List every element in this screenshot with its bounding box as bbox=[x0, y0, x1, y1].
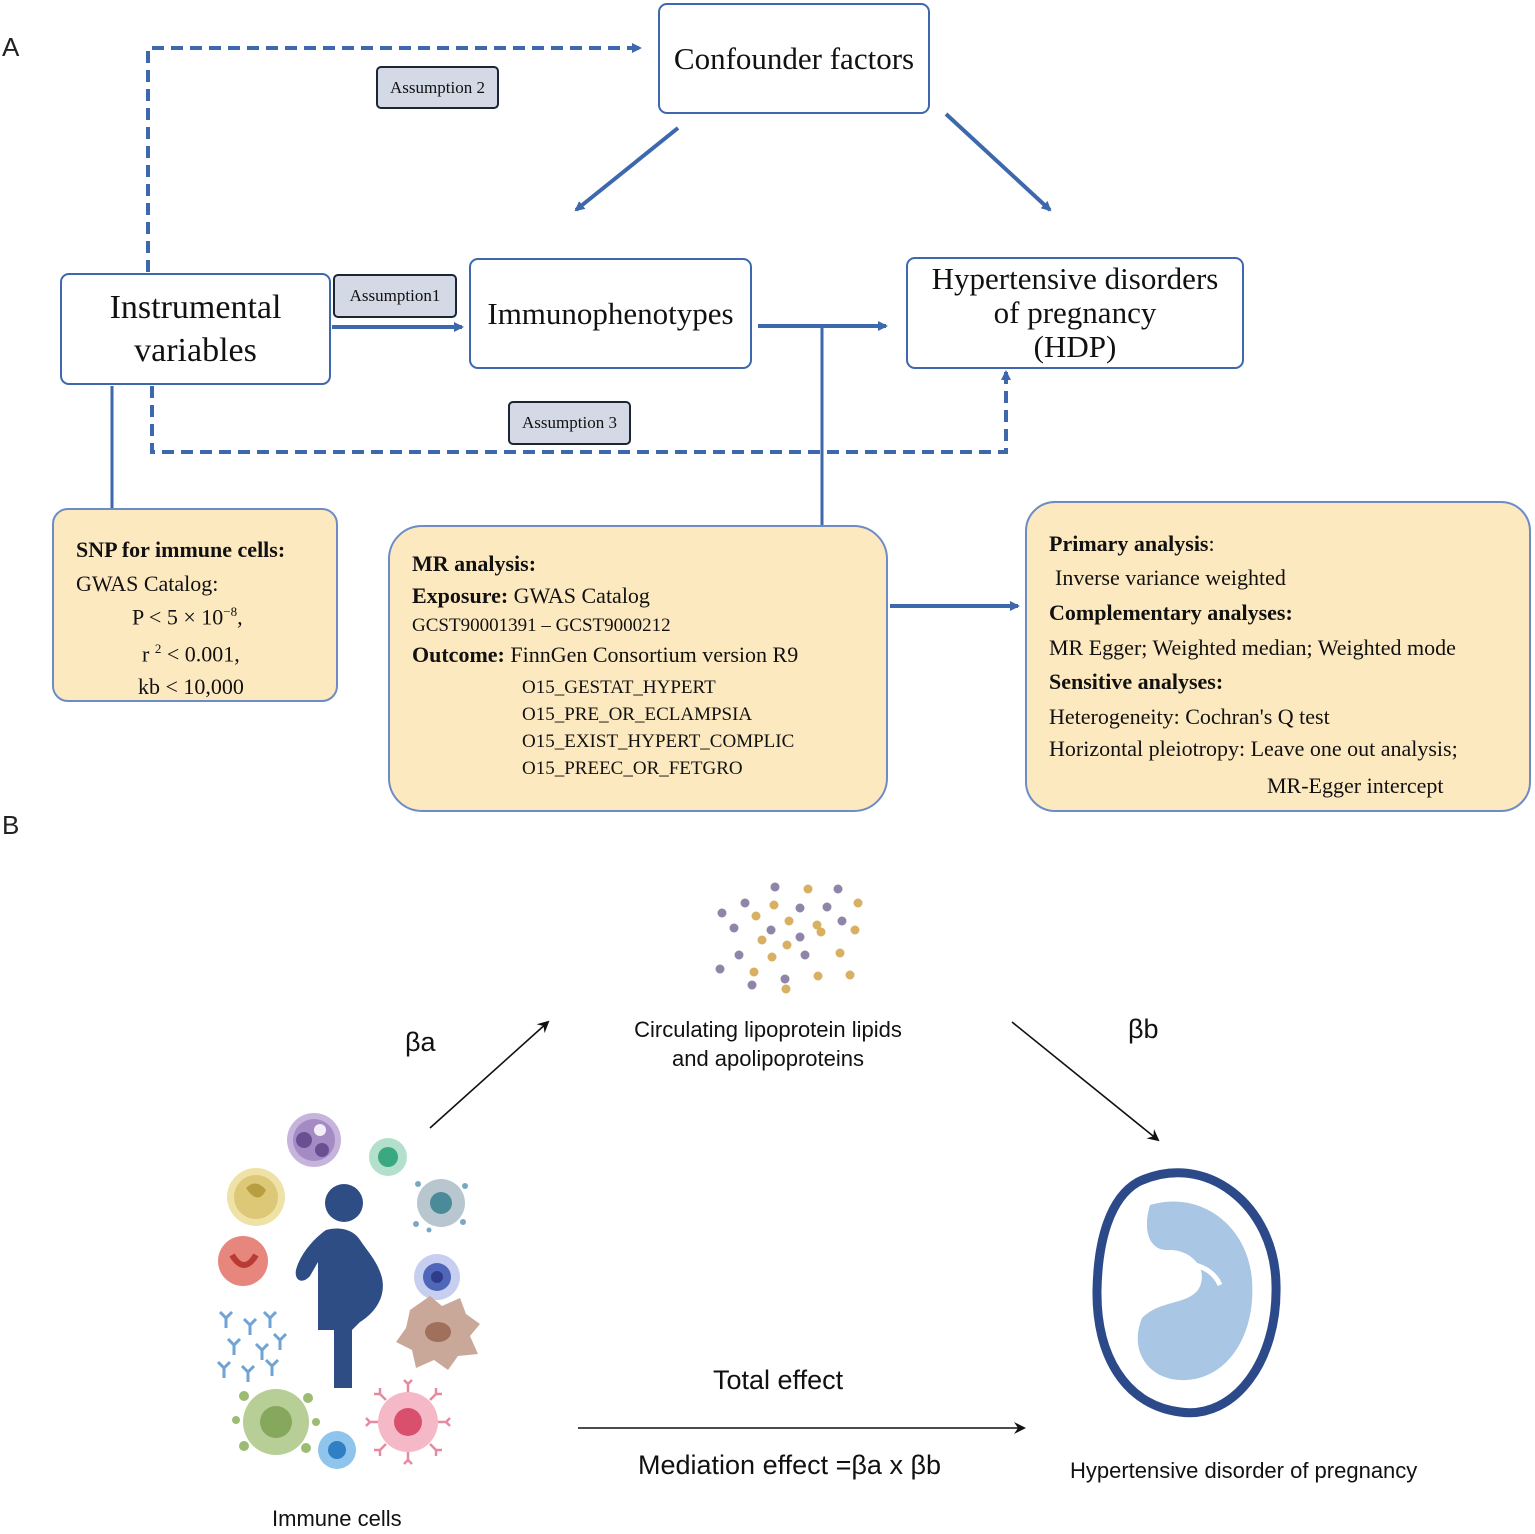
hdp-outcome-label: Hypertensive disorder of pregnancy bbox=[1070, 1458, 1418, 1483]
panel-a-label: A bbox=[2, 32, 20, 62]
hdp-box: Hypertensive disorders of pregnancy (HDP… bbox=[906, 257, 1244, 369]
assumption1-tag: Assumption1 bbox=[333, 274, 457, 318]
confounder-to-hdp-arrow bbox=[944, 112, 1052, 212]
mr-outcome-item: O15_PREEC_OR_FETGRO bbox=[522, 758, 743, 779]
instrumental-label-line1: Instrumental bbox=[109, 289, 282, 326]
analysis-methods-box: Primary analysis: Inverse variance weigh… bbox=[1025, 501, 1531, 812]
beta-b-label: βb bbox=[1128, 1014, 1159, 1044]
beta-b-arrow bbox=[1011, 1021, 1160, 1142]
snp-r2-threshold: r 2 < 0.001, bbox=[142, 641, 240, 667]
immunophenotypes-box: Immunophenotypes bbox=[469, 258, 752, 369]
lipid-particles-icon bbox=[715, 882, 863, 994]
instrumental-variables-box: Instrumental variables bbox=[60, 273, 331, 385]
total-effect-label: Total effect bbox=[713, 1365, 844, 1395]
assumption3-label: Assumption 3 bbox=[522, 413, 617, 432]
lipid-label-line1: Circulating lipoprotein lipids bbox=[634, 1017, 902, 1042]
mr-outcome-item: O15_EXIST_HYPERT_COMPLIC bbox=[522, 731, 795, 752]
snp-kb-threshold: kb < 10,000 bbox=[138, 674, 244, 699]
confounder-to-immuno-arrow bbox=[574, 126, 680, 212]
antibodies-icon bbox=[216, 1310, 288, 1382]
immune-cells-illustration bbox=[216, 1113, 480, 1469]
sensitive-analyses-heading: Sensitive analyses: bbox=[1049, 669, 1224, 694]
confounder-factors-box: Confounder factors bbox=[658, 3, 930, 114]
b-cell-icon bbox=[318, 1431, 356, 1469]
assumption2-tag: Assumption 2 bbox=[376, 66, 499, 109]
snp-catalog: GWAS Catalog: bbox=[76, 571, 219, 596]
mr-title: MR analysis: bbox=[412, 551, 537, 576]
immunophenotypes-label: Immunophenotypes bbox=[487, 295, 734, 331]
nk-cell-icon bbox=[414, 1254, 460, 1300]
assumption3-dashed-arrow bbox=[150, 370, 1011, 454]
lymphocyte-green-icon bbox=[369, 1138, 407, 1176]
lipid-label-line2: and apolipoproteins bbox=[671, 1046, 865, 1071]
complementary-analyses-heading: Complementary analyses: bbox=[1049, 600, 1293, 625]
immune-cells-label: Immune cells bbox=[272, 1506, 402, 1531]
mr-outcome: Outcome: FinnGen Consortium version R9 bbox=[412, 642, 799, 667]
t-cell-icon bbox=[365, 1379, 451, 1465]
assumption2-dashed-arrow bbox=[146, 43, 642, 272]
primary-analysis-heading: Primary analysis: bbox=[1049, 531, 1215, 556]
granulocyte-icon bbox=[287, 1113, 341, 1167]
pregnant-woman-icon bbox=[295, 1184, 383, 1388]
egger-intercept: MR-Egger intercept bbox=[1267, 773, 1444, 798]
beta-a-arrow bbox=[429, 1020, 550, 1129]
confounder-factors-label: Confounder factors bbox=[673, 40, 915, 76]
mr-exposure: Exposure: GWAS Catalog bbox=[412, 583, 650, 608]
pleiotropy-test: Horizontal pleiotropy: Leave one out ana… bbox=[1049, 736, 1458, 761]
mast-cell-icon bbox=[413, 1179, 468, 1233]
monocyte-red-icon bbox=[218, 1236, 268, 1286]
assumption2-label: Assumption 2 bbox=[390, 77, 485, 97]
neutrophil-yellow-icon bbox=[227, 1168, 285, 1226]
instrumental-label-line2: variables bbox=[134, 332, 257, 369]
assumption1-label: Assumption1 bbox=[349, 286, 441, 305]
mr-outcome-item: O15_GESTAT_HYPERT bbox=[522, 677, 716, 698]
complementary-analyses-value: MR Egger; Weighted median; Weighted mode bbox=[1049, 635, 1456, 660]
mr-gcst-range: GCST90001391 – GCST9000212 bbox=[412, 615, 671, 636]
fetus-icon bbox=[1092, 1168, 1281, 1418]
lipid-mediator-label: Circulating lipoprotein lipids and apoli… bbox=[608, 1015, 928, 1073]
panel-b-label: B bbox=[2, 810, 20, 840]
snp-criteria-box: SNP for immune cells: GWAS Catalog: P < … bbox=[52, 508, 338, 702]
macrophage-icon bbox=[232, 1389, 320, 1455]
snp-title: SNP for immune cells: bbox=[76, 537, 286, 562]
mr-outcome-item: O15_PRE_OR_ECLAMPSIA bbox=[522, 704, 753, 725]
hdp-label-line1: Hypertensive disorders bbox=[931, 261, 1219, 296]
mediation-effect-label: Mediation effect =βa x βb bbox=[638, 1450, 941, 1480]
dendritic-cell-icon bbox=[396, 1296, 480, 1370]
mr-analysis-box: MR analysis: Exposure: GWAS Catalog GCST… bbox=[388, 525, 888, 812]
primary-analysis-value: Inverse variance weighted bbox=[1055, 565, 1286, 590]
heterogeneity-test: Heterogeneity: Cochran's Q test bbox=[1049, 704, 1330, 729]
beta-a-label: βa bbox=[405, 1027, 436, 1057]
hdp-label-line2: of pregnancy bbox=[993, 295, 1157, 330]
hdp-label-line3: (HDP) bbox=[1033, 329, 1117, 364]
assumption3-tag: Assumption 3 bbox=[508, 401, 631, 445]
snp-p-threshold: P < 5 × 10−8, bbox=[132, 604, 243, 630]
